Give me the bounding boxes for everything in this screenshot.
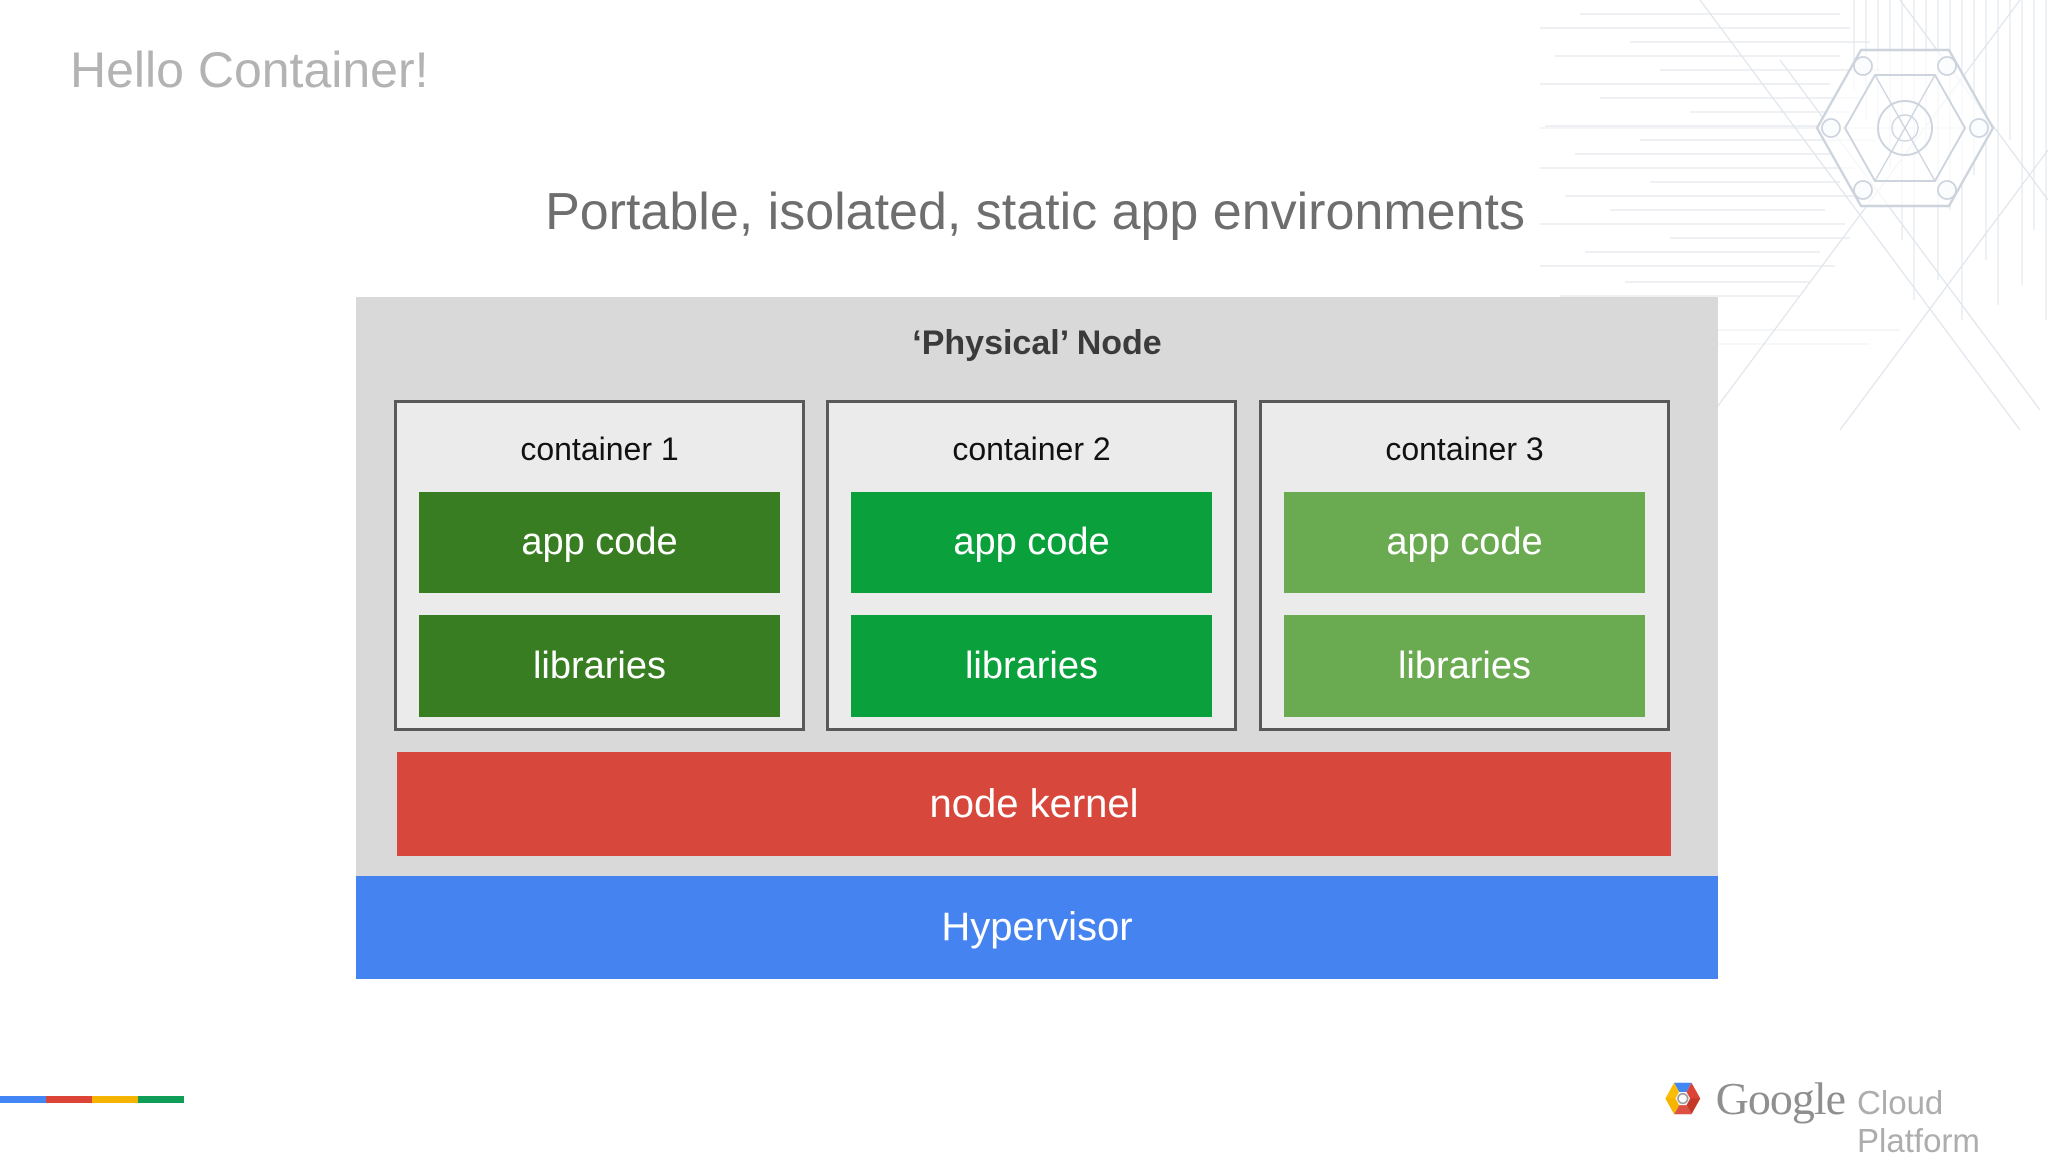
container-2-libraries-block: libraries — [851, 615, 1212, 717]
container-2-app-code-block: app code — [851, 492, 1212, 593]
node-kernel-bar: node kernel — [397, 752, 1671, 856]
physical-node-label: ‘Physical’ Node — [912, 324, 1162, 362]
footer-accent-bar — [0, 1096, 184, 1103]
accent-bar-yellow-segment — [92, 1096, 138, 1103]
container-3-app-code-block: app code — [1284, 492, 1645, 593]
container-3-box: container 3 app code libraries — [1259, 400, 1670, 731]
hypervisor-bar: Hypervisor — [356, 876, 1718, 979]
container-1-libraries-block: libraries — [419, 615, 780, 717]
container-1-app-code-block: app code — [419, 492, 780, 593]
google-wordmark: Google — [1715, 1073, 1846, 1124]
cloud-platform-wordmark: Cloud Platform — [1857, 1084, 1980, 1159]
container-2-box: container 2 app code libraries — [826, 400, 1237, 731]
accent-bar-green-segment — [138, 1096, 184, 1103]
container-1-box: container 1 app code libraries — [394, 400, 805, 731]
container-3-libraries-block: libraries — [1284, 615, 1645, 717]
container-2-label: container 2 — [952, 431, 1111, 467]
blueprint-pattern-decoration — [1540, 0, 2048, 431]
container-1-label: container 1 — [520, 431, 679, 467]
accent-bar-red-segment — [46, 1096, 92, 1103]
container-3-label: container 3 — [1385, 431, 1544, 467]
accent-bar-blue-segment — [0, 1096, 46, 1103]
slide-subtitle: Portable, isolated, static app environme… — [545, 183, 1525, 241]
gcp-hexagon-icon — [1665, 1082, 1701, 1114]
slide-header-title: Hello Container! — [70, 42, 429, 98]
google-cloud-platform-logo: Google Cloud Platform — [1664, 1072, 2048, 1159]
